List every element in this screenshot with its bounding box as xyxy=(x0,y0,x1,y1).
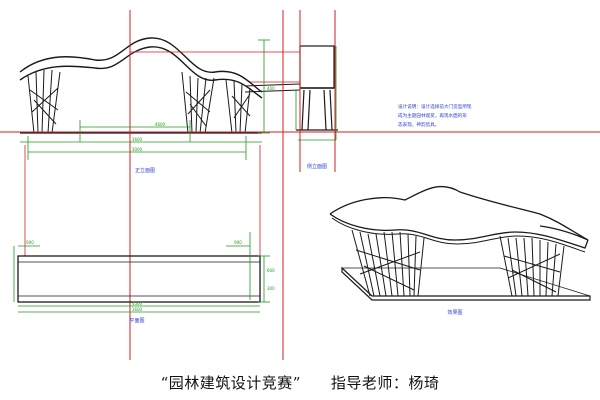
plan-dim-left: 900 xyxy=(26,240,34,245)
plan-dim-right: 900 xyxy=(234,240,242,245)
perspective-canopy-front xyxy=(329,213,589,249)
design-note-line-3: 态表现，神韵皆具。 xyxy=(398,121,439,128)
side-elevation-label: 侧立面图 xyxy=(307,163,327,170)
plan-dim-length: 4500 xyxy=(132,301,143,306)
front-dim-height: 400 xyxy=(267,86,275,91)
perspective-canopy-thick xyxy=(331,217,586,253)
perspective-view: 效果图 xyxy=(329,185,591,316)
front-dim-bottom: 3000 xyxy=(132,147,143,152)
plan-label: 平面图 xyxy=(129,318,144,324)
perspective-left-support xyxy=(351,229,425,297)
plan-view: 4500 3600 900 900 600 300 平面图 xyxy=(13,232,275,324)
side-elevation: 侧立面图 xyxy=(295,45,338,170)
front-middle-support xyxy=(181,71,215,134)
axis-lines xyxy=(0,10,600,360)
design-note-line-2: 成为主题园林观赏，再现水面的形 xyxy=(398,112,467,119)
front-beam xyxy=(244,83,301,93)
side-legs xyxy=(301,89,333,131)
front-elevation: 4600 3600 3000 400 正立面图 xyxy=(19,37,301,174)
instructor-credit: 指导老师：杨琦 xyxy=(330,374,440,392)
front-right-support xyxy=(225,79,251,134)
perspective-base xyxy=(341,266,591,301)
plan-dimensions xyxy=(13,232,270,313)
front-dim-mid: 3600 xyxy=(132,137,143,142)
front-left-support xyxy=(27,69,61,134)
plan-outline xyxy=(17,255,261,303)
perspective-right-support xyxy=(499,235,565,297)
front-canopy xyxy=(19,37,263,99)
side-canopy xyxy=(299,45,335,89)
design-note-line-1: 设计说明：设计选择前大门造型所现 xyxy=(398,103,472,110)
competition-title: “园林建筑设计竞赛” xyxy=(160,374,301,392)
plan-dim-side-bottom: 300 xyxy=(267,286,275,291)
design-note: 设计说明：设计选择前大门造型所现 成为主题园林观赏，再现水面的形 态表现，神韵皆… xyxy=(398,103,472,128)
front-elevation-label: 正立面图 xyxy=(135,167,155,174)
side-dimensions xyxy=(295,46,337,141)
plan-dim-side: 600 xyxy=(267,268,275,273)
plan-dim-inner: 3600 xyxy=(132,307,143,312)
perspective-canopy-top xyxy=(329,185,589,241)
front-dimensions xyxy=(20,39,270,160)
front-dim-top: 4600 xyxy=(155,122,166,127)
perspective-label: 效果图 xyxy=(447,309,462,316)
guide-lines xyxy=(24,51,300,256)
drawing-caption: “园林建筑设计竞赛” 指导老师：杨琦 xyxy=(0,372,600,393)
